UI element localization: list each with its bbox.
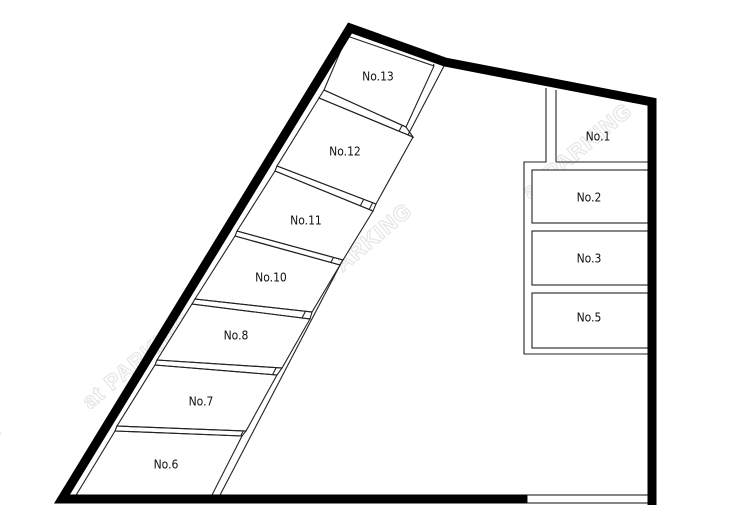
stall-no5[interactable]: No.5 [531,292,649,349]
stall-label: No.1 [586,130,611,144]
entrance [526,494,650,504]
stall-label: No.11 [290,214,322,228]
stall-label: No.6 [154,458,179,472]
stall-no12[interactable]: No.12 [276,89,415,205]
stall-label: No.13 [362,70,394,84]
lane-line [523,88,648,355]
stall-no3[interactable]: No.3 [531,230,649,286]
stall-divider [318,89,415,139]
stall-divider [234,230,344,266]
stall-divider [191,298,313,320]
stall-label: No.3 [577,252,602,266]
stall-divider [114,425,248,437]
stall-divider [154,359,284,376]
stall-label: No.12 [329,145,361,159]
stall-divider [274,165,377,212]
stall-no7[interactable]: No.7 [116,359,284,432]
stall-no2[interactable]: No.2 [531,169,649,224]
watermark: at PARKING [0,418,7,524]
stall-label: No.8 [224,329,249,343]
stall-label: No.7 [189,395,214,409]
stall-no6[interactable]: No.6 [74,425,248,498]
stall-no10[interactable]: No.10 [194,230,344,313]
boundary-wall [53,22,657,505]
stall-label: No.5 [577,311,602,325]
stall-label: No.10 [255,271,287,285]
stall-no1[interactable]: No.1 [586,130,611,144]
stall-no11[interactable]: No.11 [236,165,377,261]
stall-label: No.2 [577,191,602,205]
stall-no8[interactable]: No.8 [156,298,313,369]
